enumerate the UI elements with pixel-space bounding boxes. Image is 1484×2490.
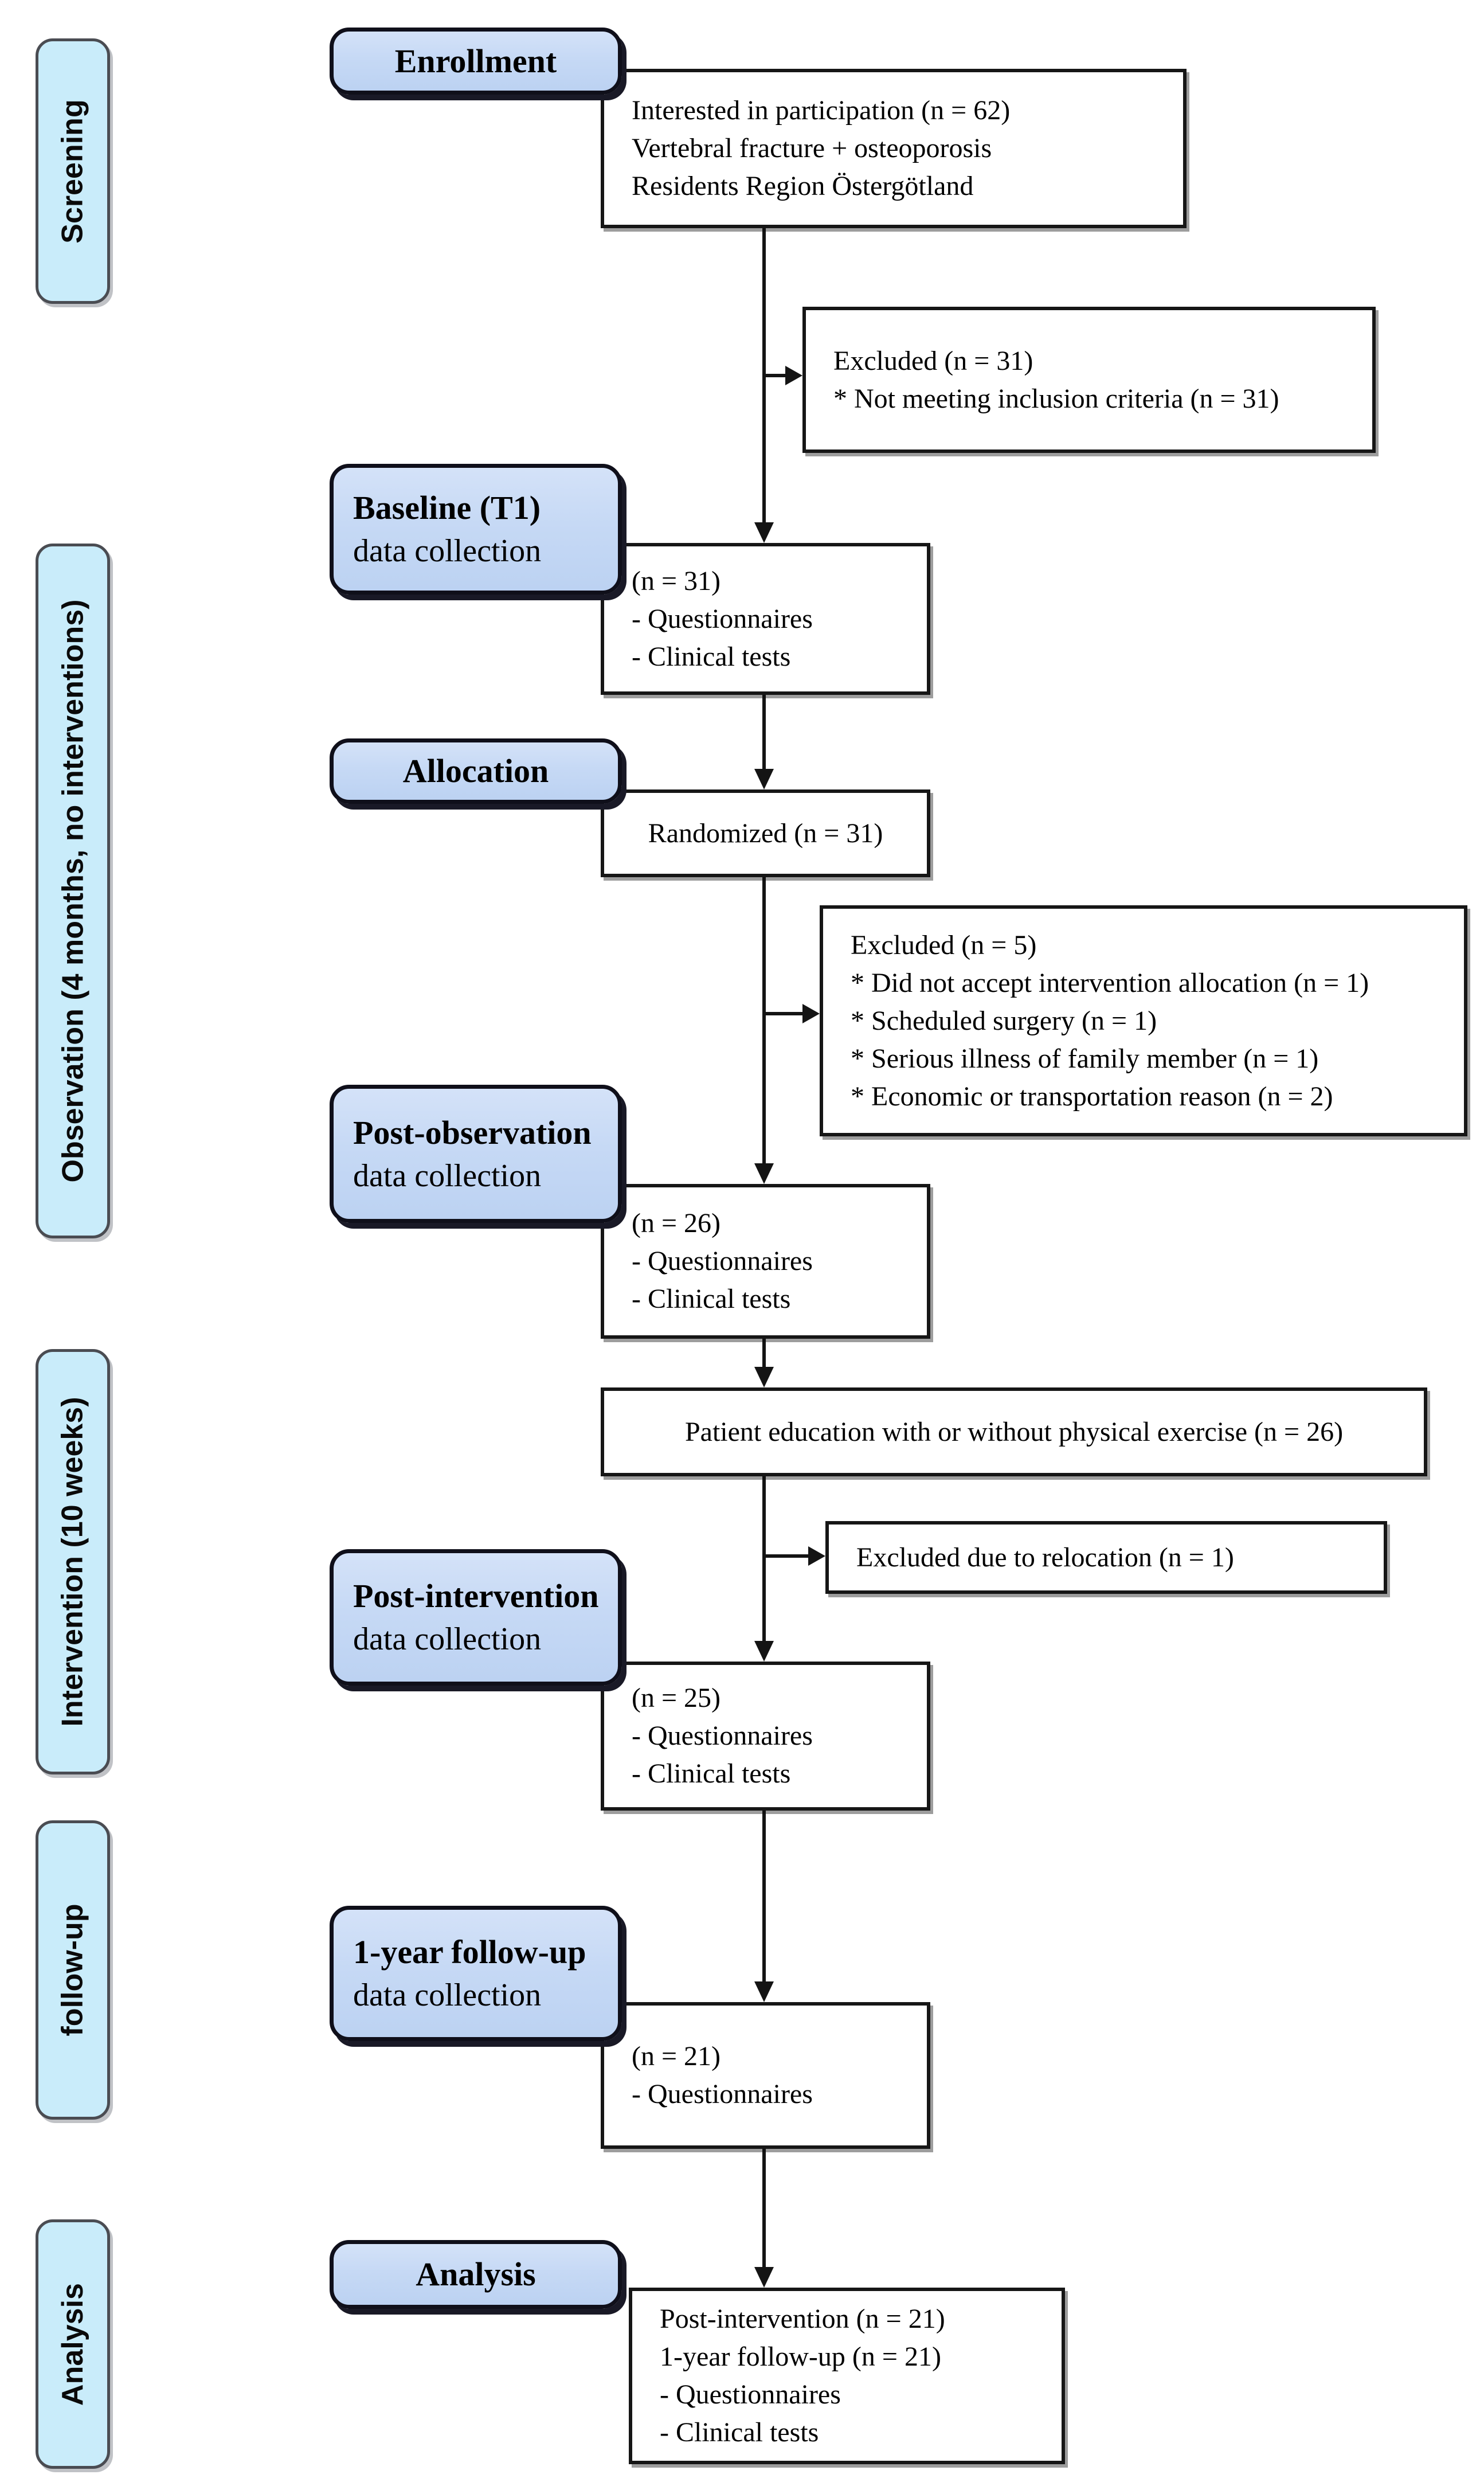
box-analysis-data-text: Post-intervention (n = 21) 1-year follow… (660, 2304, 945, 2448)
sidebar-phase-intervention-label: Intervention (10 weeks) (56, 1397, 90, 1727)
box-analysis-data: Post-intervention (n = 21) 1-year follow… (629, 2288, 1065, 2464)
stage-allocation-title: Allocation (402, 752, 549, 789)
sidebar-phase-observation-label: Observation (4 months, no interventions) (56, 599, 89, 1183)
flow-line-baseline-to-randomized (762, 695, 766, 772)
sidebar-phase-intervention: Intervention (10 weeks) (36, 1349, 110, 1774)
stage-post-observation-title: Post-observation (353, 1113, 592, 1151)
arrow-right-icon (808, 1546, 825, 1566)
box-post-observation-data: (n = 26) - Questionnaires - Clinical tes… (601, 1184, 930, 1339)
sidebar-phase-analysis: Analysis (36, 2219, 110, 2469)
branch-line-excluded-allocation (764, 1012, 802, 1015)
branch-line-excluded-screening (764, 374, 785, 377)
box-excluded-screening-text: Excluded (n = 31) * Not meeting inclusio… (833, 345, 1279, 414)
box-interested-text: Interested in participation (n = 62) Ver… (632, 95, 1011, 201)
box-excluded-allocation-text: Excluded (n = 5) * Did not accept interv… (851, 929, 1369, 1112)
arrow-down-icon (754, 769, 774, 789)
box-followup-data: (n = 21) - Questionnaires (601, 2002, 930, 2149)
arrow-down-icon (754, 2267, 774, 2288)
stage-one-year-followup: 1-year follow-up data collection (330, 1906, 622, 2041)
flow-line-followup-to-analysis (762, 2149, 766, 2270)
box-post-intervention-data-text: (n = 25) - Questionnaires - Clinical tes… (632, 1683, 813, 1789)
arrow-down-icon (754, 1367, 774, 1387)
flow-line-postobservation-to-education (762, 1339, 766, 1370)
stage-baseline-title: Baseline (T1) (353, 489, 541, 526)
flow-line-postintervention-to-followup (762, 1811, 766, 1985)
box-excluded-relocation-text: Excluded due to relocation (n = 1) (856, 1542, 1234, 1573)
sidebar-phase-followup-label: follow-up (56, 1903, 89, 2036)
stage-post-observation: Post-observation data collection (330, 1085, 622, 1223)
arrow-down-icon (754, 522, 774, 543)
flow-line-randomized-to-postobservation (762, 877, 766, 1167)
stage-post-intervention-title: Post-intervention (353, 1577, 599, 1615)
sidebar-phase-observation: Observation (4 months, no interventions) (36, 544, 110, 1238)
box-baseline-data-text: (n = 31) - Questionnaires - Clinical tes… (632, 565, 813, 672)
box-randomized: Randomized (n = 31) (601, 789, 930, 877)
stage-post-observation-subtitle: data collection (353, 1158, 542, 1194)
stage-baseline: Baseline (T1) data collection (330, 464, 622, 595)
branch-line-excluded-relocation (764, 1554, 808, 1558)
box-interested: Interested in participation (n = 62) Ver… (601, 69, 1187, 228)
box-excluded-allocation: Excluded (n = 5) * Did not accept interv… (820, 905, 1467, 1136)
arrow-down-icon (754, 1163, 774, 1184)
arrow-right-icon (802, 1004, 820, 1023)
box-excluded-relocation: Excluded due to relocation (n = 1) (825, 1521, 1387, 1594)
stage-one-year-followup-subtitle: data collection (353, 1977, 542, 2013)
box-excluded-screening: Excluded (n = 31) * Not meeting inclusio… (802, 307, 1376, 453)
stage-enrollment-title: Enrollment (394, 42, 557, 80)
stage-analysis: Analysis (330, 2240, 622, 2309)
arrow-right-icon (785, 366, 802, 385)
stage-post-intervention: Post-intervention data collection (330, 1549, 622, 1686)
stage-allocation: Allocation (330, 738, 622, 804)
box-randomized-text: Randomized (n = 31) (648, 818, 883, 849)
box-followup-data-text: (n = 21) - Questionnaires (632, 2041, 813, 2109)
sidebar-phase-screening: Screening (36, 38, 110, 304)
arrow-down-icon (754, 1981, 774, 2002)
stage-analysis-title: Analysis (416, 2256, 536, 2293)
sidebar-phase-analysis-label: Analysis (56, 2282, 90, 2406)
flow-line-education-to-postintervention (762, 1476, 766, 1644)
sidebar-phase-screening-label: Screening (56, 99, 90, 244)
box-baseline-data: (n = 31) - Questionnaires - Clinical tes… (601, 543, 930, 695)
box-patient-education-text: Patient education with or without physic… (684, 1416, 1344, 1447)
box-patient-education: Patient education with or without physic… (601, 1387, 1427, 1476)
box-post-observation-data-text: (n = 26) - Questionnaires - Clinical tes… (632, 1208, 813, 1314)
stage-enrollment: Enrollment (330, 28, 622, 95)
arrow-down-icon (754, 1641, 774, 1662)
stage-post-intervention-subtitle: data collection (353, 1621, 542, 1657)
stage-one-year-followup-title: 1-year follow-up (353, 1933, 586, 1971)
box-post-intervention-data: (n = 25) - Questionnaires - Clinical tes… (601, 1662, 930, 1811)
sidebar-phase-followup: follow-up (36, 1820, 110, 2120)
stage-baseline-subtitle: data collection (353, 533, 542, 569)
